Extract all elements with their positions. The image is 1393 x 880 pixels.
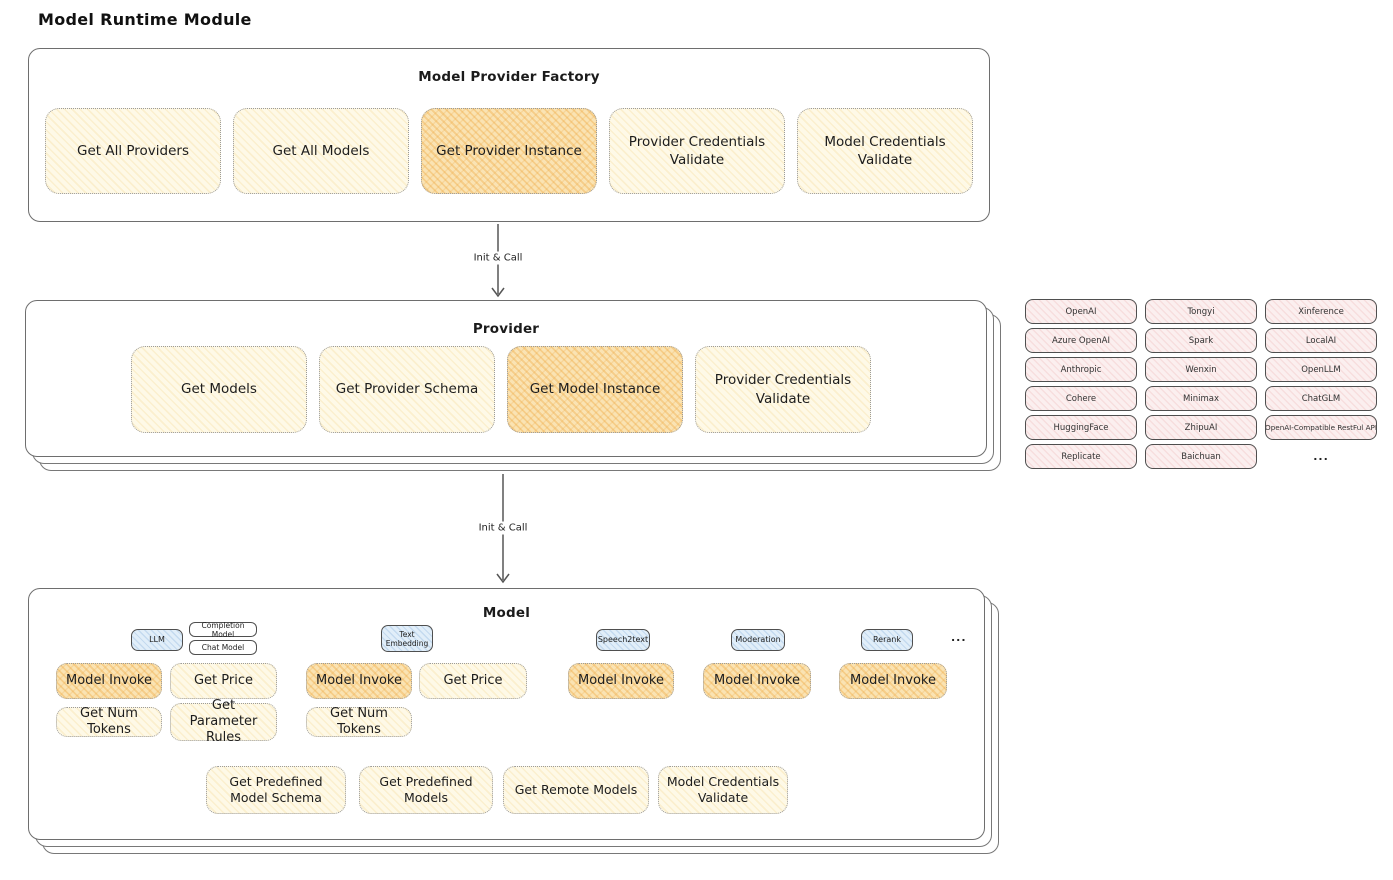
tag-chat-model[interactable]: Chat Model [189,640,257,655]
embedding-get-price-node[interactable]: Get Price [419,663,527,699]
llm-get-num-tokens-node[interactable]: Get Num Tokens [56,706,162,737]
llm-model-invoke-node[interactable]: Model Invoke [56,663,162,699]
get-models-node[interactable]: Get Models [131,346,307,433]
get-predefined-model-schema-node[interactable]: Get Predefined Model Schema [206,766,346,814]
init-call-arrow-2: Init & Call [474,474,532,584]
provider-chip-wenxin[interactable]: Wenxin [1145,357,1257,382]
provider-credentials-validate-node[interactable]: Provider Credentials Validate [609,108,785,194]
provider-chip-zhipuai[interactable]: ZhipuAI [1145,415,1257,440]
llm-get-parameter-rules-node[interactable]: Get Parameter Rules [170,698,277,745]
provider-chip-cohere[interactable]: Cohere [1025,386,1137,411]
provider-chip-localai[interactable]: LocalAI [1265,328,1377,353]
provider-title: Provider [472,321,540,337]
provider-chip-openllm[interactable]: OpenLLM [1265,357,1377,382]
tag-moderation[interactable]: Moderation [731,629,785,651]
get-all-models-node[interactable]: Get All Models [233,108,409,194]
tag-completion-model[interactable]: Completion Model [189,621,257,639]
moderation-model-invoke-node[interactable]: Model Invoke [703,663,811,699]
get-predefined-models-node[interactable]: Get Predefined Models [359,766,493,814]
init-call-label-2: Init & Call [474,521,532,535]
provider-chip-openai[interactable]: OpenAI [1025,299,1137,324]
model-types-more-ellipsis: ... [951,631,967,644]
get-provider-schema-node[interactable]: Get Provider Schema [319,346,495,433]
rerank-model-invoke-node[interactable]: Model Invoke [839,663,947,699]
tag-llm[interactable]: LLM [131,629,183,651]
provider-chip-minimax[interactable]: Minimax [1145,386,1257,411]
page-title: Model Runtime Module [38,10,252,29]
get-provider-instance-node[interactable]: Get Provider Instance [421,108,597,194]
tag-rerank[interactable]: Rerank [861,629,913,651]
providers-more-ellipsis: ... [1313,450,1329,463]
provider-chip-chatglm[interactable]: ChatGLM [1265,386,1377,411]
factory-panel: Model Provider Factory Get All Providers… [28,48,990,222]
providers-chip-grid: OpenAI Tongyi Xinference Azure OpenAI Sp… [1025,299,1377,469]
provider-chip-replicate[interactable]: Replicate [1025,444,1137,469]
provider-button-row: Get Models Get Provider Schema Get Model… [131,346,871,433]
llm-get-price-node[interactable]: Get Price [170,663,277,699]
get-all-providers-node[interactable]: Get All Providers [45,108,221,194]
embedding-model-invoke-node[interactable]: Model Invoke [306,663,412,699]
model-credentials-validate-node-2[interactable]: Model Credentials Validate [658,766,788,814]
init-call-label: Init & Call [469,251,527,265]
factory-button-row: Get All Providers Get All Models Get Pro… [45,108,973,194]
get-remote-models-node[interactable]: Get Remote Models [503,766,649,814]
tag-text-embedding[interactable]: Text Embedding [381,625,433,652]
provider-chip-anthropic[interactable]: Anthropic [1025,357,1137,382]
provider-chip-huggingface[interactable]: HuggingFace [1025,415,1137,440]
speech2text-model-invoke-node[interactable]: Model Invoke [568,663,674,699]
get-model-instance-node[interactable]: Get Model Instance [507,346,683,433]
provider-panel: Provider Get Models Get Provider Schema … [25,300,987,457]
model-panel: Model LLM Completion Model Chat Model Te… [28,588,985,840]
init-call-arrow-1: Init & Call [469,224,527,298]
factory-title: Model Provider Factory [418,69,600,85]
provider-chip-openai-compatible[interactable]: OpenAI-Compatible RestFul API [1265,415,1377,440]
embedding-get-num-tokens-node[interactable]: Get Num Tokens [306,706,412,737]
provider-chip-xinference[interactable]: Xinference [1265,299,1377,324]
tag-speech2text[interactable]: Speech2text [596,629,650,651]
provider-chip-baichuan[interactable]: Baichuan [1145,444,1257,469]
provider-chip-azure-openai[interactable]: Azure OpenAI [1025,328,1137,353]
model-credentials-validate-node[interactable]: Model Credentials Validate [797,108,973,194]
model-title: Model [482,605,531,621]
provider-chip-spark[interactable]: Spark [1145,328,1257,353]
provider-chip-tongyi[interactable]: Tongyi [1145,299,1257,324]
provider-credentials-validate-node-2[interactable]: Provider Credentials Validate [695,346,871,433]
